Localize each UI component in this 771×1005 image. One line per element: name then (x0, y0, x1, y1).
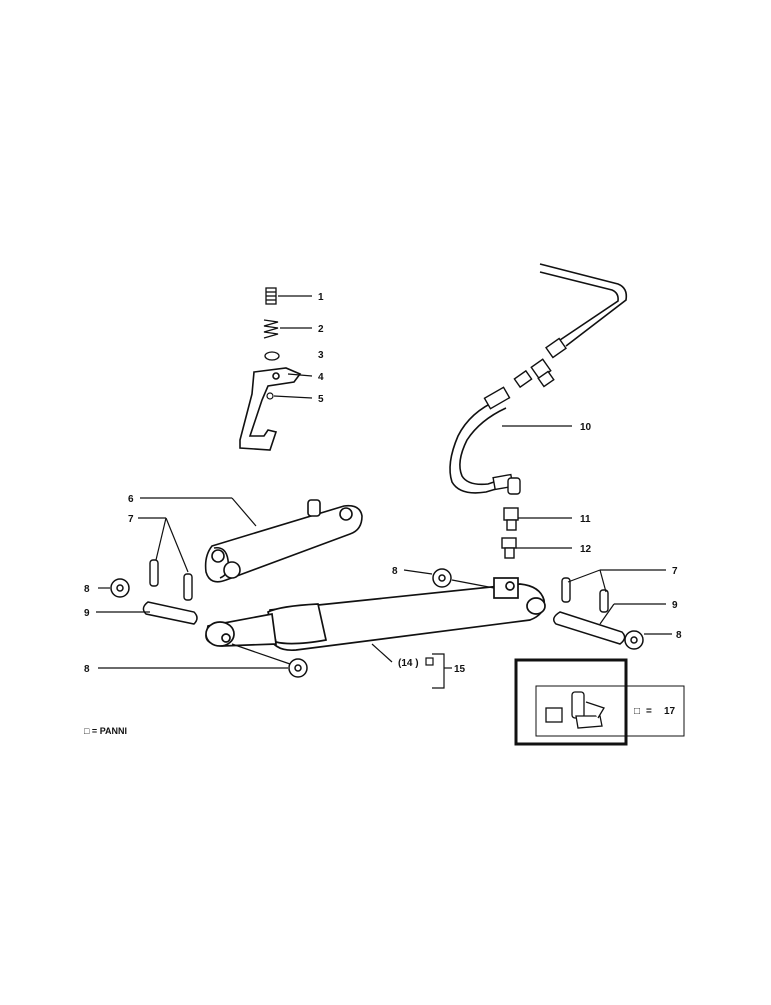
callout-9-right: 9 (672, 600, 678, 611)
screw-1 (265, 287, 277, 305)
pin-9-left (142, 601, 198, 625)
callout-2: 2 (318, 324, 324, 335)
callout-6: 6 (128, 494, 134, 505)
callout-9-left: 9 (84, 608, 90, 619)
callout-8-left: 8 (84, 584, 90, 595)
kit-symbol: □ (634, 706, 640, 717)
fitting-11 (503, 507, 519, 531)
callout-5: 5 (318, 394, 324, 405)
kit-parts (545, 691, 605, 729)
ball-5 (266, 392, 274, 400)
bracket-4 (239, 367, 302, 451)
callout-11: 11 (580, 514, 591, 525)
sleeve-6 (204, 499, 363, 583)
kit-equals: = (646, 706, 652, 717)
leader-lines (96, 295, 672, 689)
fitting-12 (501, 537, 517, 559)
callout-1: 1 (318, 292, 324, 303)
hose-fittings (483, 386, 521, 495)
spring-2 (263, 319, 279, 339)
callout-10: 10 (580, 422, 592, 433)
callout-17: 17 (664, 706, 676, 717)
callout-8-right: 8 (676, 630, 682, 641)
callout-4: 4 (318, 372, 324, 383)
pin-9-right (553, 611, 626, 645)
tee-fitting (513, 337, 567, 389)
kit-inset (514, 658, 685, 746)
flexible-hose (449, 399, 507, 494)
callout-15: 15 (454, 664, 466, 675)
washer-3 (264, 351, 280, 361)
washers-8 (110, 568, 644, 678)
callout-8-middle: 8 (392, 566, 398, 577)
hydraulic-pipe (539, 263, 628, 347)
callout-3: 3 (318, 350, 324, 361)
callout-8-bottom: 8 (84, 664, 90, 675)
cotter-pins-7 (149, 559, 609, 613)
callout-14: (14 ) (398, 658, 419, 669)
callout-7-right: 7 (672, 566, 678, 577)
callout-12: 12 (580, 544, 592, 555)
hydraulic-cylinder (205, 577, 546, 652)
legend-note: □ = PANNI (84, 726, 127, 736)
kit-symbol-box (425, 657, 434, 666)
callout-7-left: 7 (128, 514, 134, 525)
